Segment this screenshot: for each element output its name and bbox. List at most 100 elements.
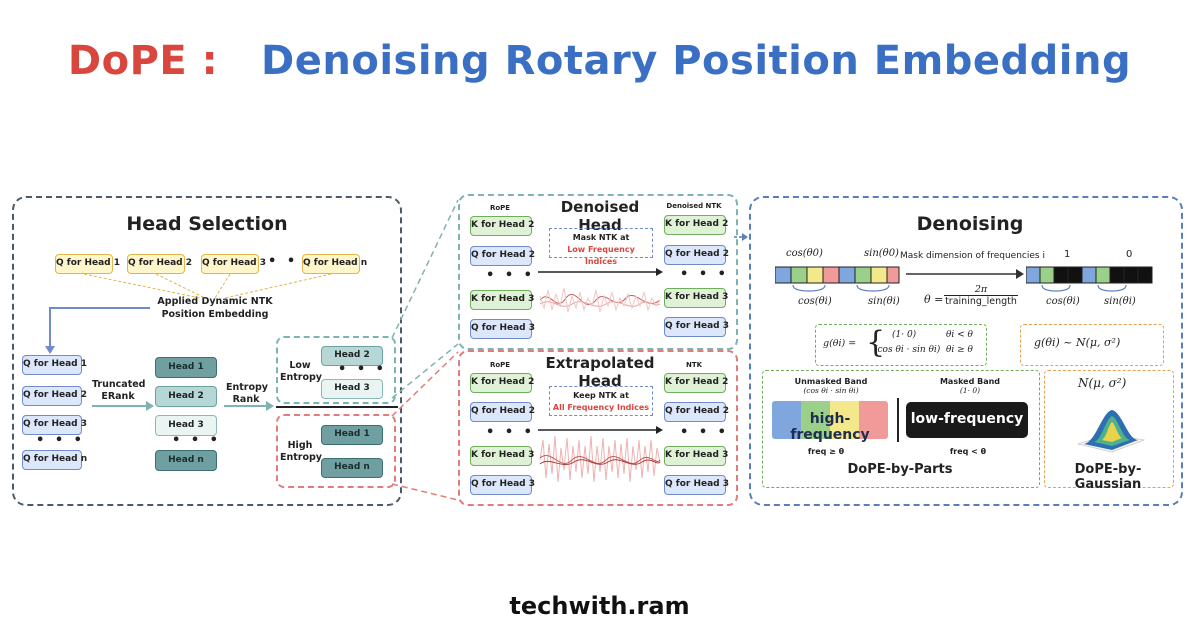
ex-right-k2: K for Head 2 xyxy=(664,373,728,393)
theta-fraction: 2π training_length xyxy=(944,284,1018,307)
ex-left-k2: K for Head 2 xyxy=(470,373,534,393)
masked-band-sub: (1· 0) xyxy=(959,386,981,395)
title-prefix: DoPE : xyxy=(67,38,219,84)
denoised-left-header: RoPE xyxy=(489,204,511,212)
ex-left-k3: K for Head 3 xyxy=(470,446,534,466)
ex-right-k3: K for Head 3 xyxy=(664,446,728,466)
g-brace: { xyxy=(866,325,886,360)
dn-right-k2: K for Head 2 xyxy=(664,215,728,235)
denoised-right-header: Denoised NTK xyxy=(666,202,722,210)
denoised-head-panel xyxy=(458,194,738,350)
extrap-right-header: NTK xyxy=(685,361,703,369)
low-head-3: Head 3 xyxy=(321,379,383,399)
footer-handle: techwith.ram xyxy=(509,592,690,620)
ex-left-dots: • • • xyxy=(486,425,535,440)
dn-right-dots: • • • xyxy=(680,267,729,282)
dots-left: • • • xyxy=(36,433,85,448)
gaussian-surface-plot xyxy=(1076,410,1146,453)
q-left-head-1: Q for Head 1 xyxy=(22,355,87,375)
cosi-left-label: cos(θi) xyxy=(798,296,832,307)
ex-right-q3: Q for Head 3 xyxy=(664,475,729,495)
ex-right-dots: • • • xyxy=(680,425,729,440)
dn-left-k3: K for Head 3 xyxy=(470,290,534,310)
q-left-head-2: Q for Head 2 xyxy=(22,386,87,406)
dots-low: • • • xyxy=(338,362,387,377)
dn-left-q3: Q for Head 3 xyxy=(470,319,535,339)
denoised-note: Mask NTK at Low Frequency Indices xyxy=(549,228,653,266)
denoising-title: Denoising xyxy=(916,213,1024,235)
extrap-note-line2: All Frequency Indices xyxy=(552,403,650,412)
dn-right-q3: Q for Head 3 xyxy=(664,317,729,337)
masked-band-label: Masked Band xyxy=(939,377,1001,386)
low-frequency-band xyxy=(906,402,1028,438)
head-mid-2: Head 2 xyxy=(155,386,217,407)
cos0-label: cos(θ0) xyxy=(786,248,823,259)
ex-left-q2: Q for Head 2 xyxy=(470,402,535,422)
denoising-panel xyxy=(749,196,1183,506)
band-divider xyxy=(897,398,899,442)
ntk-label: Applied Dynamic NTK Position Embedding xyxy=(157,296,273,320)
g-piecewise-box xyxy=(815,324,987,366)
dn-left-dots: • • • xyxy=(486,268,535,283)
extrapolated-note: Keep NTK at All Frequency Indices xyxy=(549,386,653,416)
sini-left-label: sin(θi) xyxy=(868,296,900,307)
high-head-1: Head 1 xyxy=(321,425,383,445)
extrapolated-head-title: Extrapolated Head xyxy=(545,354,655,390)
q-left-head-3: Q for Head 3 xyxy=(22,415,87,435)
unmasked-band-label: Unmasked Band xyxy=(794,377,868,386)
dots-mid: • • • xyxy=(172,433,221,448)
high-frequency-label: high-frequency xyxy=(790,411,870,443)
mask-label: Mask dimension of frequencies i xyxy=(900,251,1045,261)
head-mid-3: Head 3 xyxy=(155,415,217,436)
ex-left-q3: Q for Head 3 xyxy=(470,475,535,495)
high-entropy-label: High Entropy xyxy=(280,440,322,463)
head-mid-n: Head n xyxy=(155,450,217,471)
sin0-label: sin(θ0) xyxy=(864,248,899,259)
high-entropy-box xyxy=(276,414,396,488)
low-head-2: Head 2 xyxy=(321,346,383,366)
g-case2-cond: θi ≥ θ xyxy=(946,345,973,355)
low-frequency-label: low-frequency xyxy=(910,411,1024,427)
q-top-head-1: Q for Head 1 xyxy=(55,254,120,274)
q-top-head-2: Q for Head 2 xyxy=(127,254,192,274)
head-selection-panel xyxy=(12,196,402,506)
denoised-head-title: Denoised Head xyxy=(560,198,640,234)
high-head-n: Head n xyxy=(321,458,383,478)
dope-by-gaussian-label: DoPE-by-Gaussian xyxy=(1074,462,1142,492)
ex-right-q2: Q for Head 2 xyxy=(664,402,729,422)
theta-eq-lhs: θ = xyxy=(924,293,944,306)
title-main: Denoising Rotary Position Embedding xyxy=(261,38,1132,84)
q-top-head-3: Q for Head 3 xyxy=(201,254,266,274)
entropy-rank-label: Entropy Rank xyxy=(226,382,268,405)
extrap-left-header: RoPE xyxy=(489,361,511,369)
dn-left-q2: Q for Head 2 xyxy=(470,246,535,266)
g-case1-cond: θi < θ xyxy=(946,330,973,340)
dn-right-k3: K for Head 3 xyxy=(664,288,728,308)
g-lhs: g(θi) = xyxy=(823,338,857,349)
freq-lt-label: freq < θ xyxy=(949,447,987,456)
head-selection-title: Head Selection xyxy=(126,213,288,235)
denoised-note-line1: Mask NTK at xyxy=(572,233,630,242)
dope-by-parts-label: DoPE-by-Parts xyxy=(847,462,953,477)
theta-num: 2π xyxy=(944,284,1018,296)
unmasked-band-sub: (cos θi · sin θi) xyxy=(803,386,859,395)
low-entropy-label: Low Entropy xyxy=(280,360,322,383)
high-frequency-band xyxy=(772,401,888,439)
g-case2-val: (cos θi · sin θi) xyxy=(874,345,941,355)
mask-arrow xyxy=(906,269,1024,279)
extrapolated-head-panel xyxy=(458,350,738,506)
g-gaussian: g(θi) ~ N(μ, σ²) xyxy=(1034,336,1121,349)
q-left-head-n: Q for Head n xyxy=(22,450,87,470)
g-gaussian-box xyxy=(1020,324,1164,366)
gauss-formula: N(μ, σ²) xyxy=(1078,376,1127,390)
page-title: DoPE : Denoising Rotary Position Embeddi… xyxy=(0,38,1199,84)
dope-by-parts-box xyxy=(762,370,1040,488)
masked-dimension-strip xyxy=(1026,266,1153,292)
theta-den: training_length xyxy=(945,296,1017,307)
sini-right-label: sin(θi) xyxy=(1104,296,1136,307)
g-case1-val: (1· 0) xyxy=(892,330,917,340)
denoised-note-line2: Low Frequency Indices xyxy=(567,245,635,266)
dn-left-k2: K for Head 2 xyxy=(470,216,534,236)
truncated-erank-label: Truncated ERank xyxy=(92,379,146,402)
